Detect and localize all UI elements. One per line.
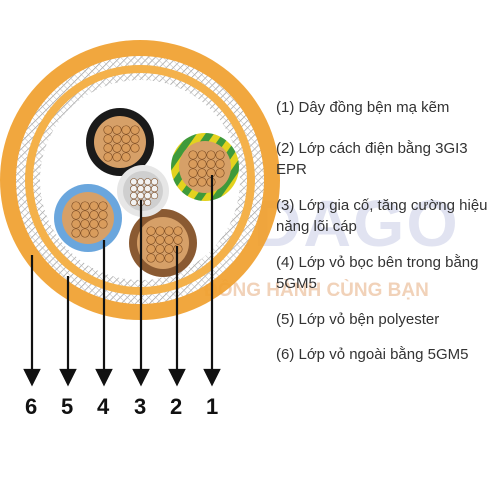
conductor-strand [164, 253, 174, 263]
conductor-strand [155, 235, 165, 245]
conductor-strand [197, 150, 207, 160]
conductor-strand [121, 152, 131, 162]
conductor-strand [103, 125, 113, 135]
conductor-strand [112, 134, 122, 144]
conductor-strand [80, 219, 90, 229]
conductor-strand [112, 143, 122, 153]
conductor-strand [173, 226, 183, 236]
conductor-strand [80, 210, 90, 220]
pointer-arrows [23, 175, 221, 387]
conductor-strand [71, 228, 81, 238]
conductor-strand [188, 150, 198, 160]
conductor-strand [146, 244, 156, 254]
number-1: 1 [206, 394, 218, 419]
conductor-strand [71, 219, 81, 229]
conductor-strand [155, 253, 165, 263]
conductor-strand [188, 177, 198, 187]
number-5: 5 [61, 394, 73, 419]
conductor-strand [130, 192, 138, 200]
conductor-strand [89, 228, 99, 238]
conductor-strand [164, 226, 174, 236]
conductor-strand [137, 178, 145, 186]
conductor-strand [130, 178, 138, 186]
legend-item-5: (5) Lớp vỏ bện polyester [276, 311, 440, 328]
legend-item-1: (1) Dây đồng bện mạ kẽm [276, 99, 450, 116]
conductor-strand [89, 201, 99, 211]
number-3: 3 [134, 394, 146, 419]
conductor-strand [130, 185, 138, 193]
conductor-strand [103, 143, 113, 153]
conductor-strand [188, 159, 198, 169]
conductor-strand [130, 198, 138, 207]
conductor-strand [173, 235, 183, 245]
conductor-strand [98, 210, 108, 220]
conductor-strand [80, 201, 90, 211]
legend-item-2: (2) Lớp cách điện bằng 3GI3 EPR [276, 140, 468, 178]
conductor-strand [206, 150, 216, 160]
conductor-strand [121, 125, 131, 135]
conductor-strand [215, 168, 225, 178]
conductor-strand [103, 134, 113, 144]
conductor-strand [144, 192, 152, 200]
conductor-strand [197, 159, 207, 169]
conductor-strand [215, 150, 225, 160]
conductor-strand [121, 143, 131, 153]
conductor-strand [80, 228, 90, 238]
legend-item-4: (4) Lớp vỏ bọc bên trong bằng 5GM5 [276, 254, 479, 292]
conductor-strand [112, 125, 122, 135]
conductor-strand [130, 134, 140, 144]
conductor-strand [89, 210, 99, 220]
conductor-strand [130, 125, 140, 135]
conductor-strand [150, 178, 159, 186]
conductor-strand [137, 185, 145, 193]
conductor-strand [150, 185, 159, 193]
conductor-strand [112, 152, 122, 162]
conductor-strand [144, 198, 152, 207]
conductor-strand [206, 159, 216, 169]
conductor-strand [130, 143, 140, 153]
conductor-strand [197, 177, 207, 187]
conductor-strand [155, 226, 165, 236]
conductor-strand [215, 159, 225, 169]
conductor-strand [71, 201, 81, 211]
watermark-tagline: ĐỒNG HÀNH CÙNG BẠN [204, 279, 429, 301]
number-6: 6 [25, 394, 37, 419]
conductor-strand [98, 201, 108, 211]
conductor-strand [89, 219, 99, 229]
conductor-strand [197, 168, 207, 178]
number-4: 4 [97, 394, 110, 419]
conductor-strand [144, 178, 152, 186]
legend-item-3: (3) Lớp gia cố, tăng cường hiệu năng lõi… [276, 197, 488, 235]
conductor-strand [150, 192, 159, 200]
conductor-strand [144, 185, 152, 193]
conductor-strand [188, 168, 198, 178]
conductor-strand [103, 152, 113, 162]
conductor-strand [146, 253, 156, 263]
conductor-strand [71, 210, 81, 220]
legend-item-6: (6) Lớp vỏ ngoài bằng 5GM5 [276, 346, 469, 363]
conductor-strand [164, 235, 174, 245]
conductor-strand [155, 244, 165, 254]
conductor-strand [98, 219, 108, 229]
conductor-strand [146, 235, 156, 245]
number-2: 2 [170, 394, 182, 419]
conductor-strand [121, 134, 131, 144]
conductor-strand [137, 192, 145, 200]
conductor-strand [164, 244, 174, 254]
conductor-strand [146, 226, 156, 236]
